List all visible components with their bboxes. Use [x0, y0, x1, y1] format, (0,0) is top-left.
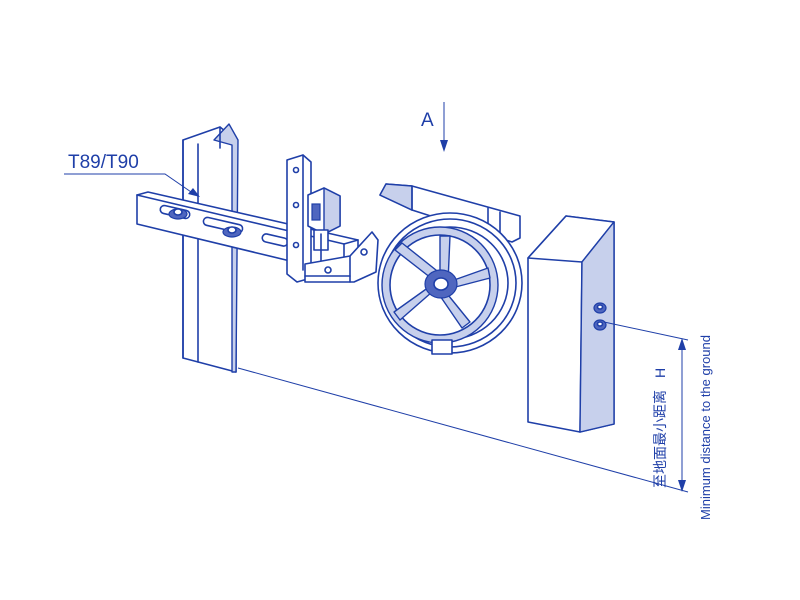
height-dimension [603, 321, 689, 492]
view-direction [440, 102, 448, 152]
adjustment-screw-icon [593, 302, 607, 331]
governor-support [304, 231, 379, 283]
dimension-arrow-down-icon [678, 480, 686, 492]
height-cn-label: 至地面最小距离 [652, 390, 668, 488]
rail-leader [64, 173, 200, 197]
bracket-bolt-icon [168, 208, 242, 238]
electrical-switch [307, 187, 341, 281]
leader-arrow-icon [188, 188, 200, 197]
governor-sheave [377, 212, 523, 355]
height-en-label: Minimum distance to the ground [698, 335, 713, 520]
guide-rail [182, 123, 239, 373]
view-arrow-down-icon [440, 140, 448, 152]
rail-type-label: T89/T90 [68, 152, 139, 173]
ground-reference-line [237, 367, 689, 493]
height-symbol-label: H [652, 368, 668, 378]
dimension-arrow-up-icon [678, 338, 686, 350]
view-direction-label: A [421, 110, 434, 131]
